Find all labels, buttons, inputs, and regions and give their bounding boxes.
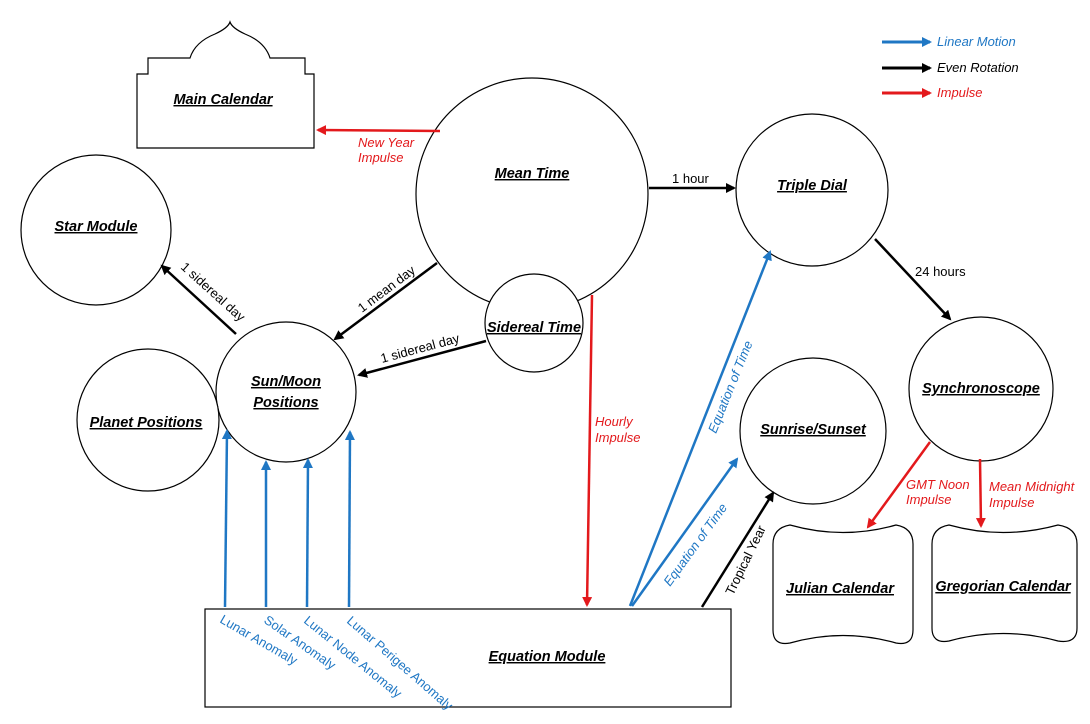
triple-dial-label: Triple Dial	[777, 178, 848, 194]
tropical-year-label: Tropical Year	[722, 522, 769, 597]
equation-module-node: Equation Module	[204, 608, 732, 708]
mean-time-label: Mean Time	[495, 166, 570, 182]
one-hour-label: 1 hour	[672, 171, 710, 186]
sun-moon-positions-node: Sun/Moon Positions	[215, 321, 357, 463]
lunar-anomaly-arrow	[221, 429, 232, 608]
tropical-year-arrow	[700, 491, 775, 608]
main-calendar-label: Main Calendar	[173, 92, 273, 108]
lunar-perigee-anomaly-arrow	[344, 430, 355, 608]
sunrise-sunset-node: Sunrise/Sunset	[739, 357, 887, 505]
hourly-label-line1: Hourly	[595, 414, 634, 429]
hourly-impulse-arrow	[582, 294, 594, 607]
mean-midnight-label-line2: Impulse	[989, 495, 1035, 510]
gmt-noon-label-line1: GMT Noon	[906, 477, 970, 492]
triple-dial-node: Triple Dial	[735, 113, 889, 267]
equation-module-label: Equation Module	[489, 649, 606, 665]
star-module-label: Star Module	[55, 219, 138, 235]
hourly-label-line2: Impulse	[595, 430, 641, 445]
star-module-node: Star Module	[20, 154, 172, 306]
main-calendar-node: Main Calendar	[136, 20, 315, 149]
mean-time-node: Mean Time	[415, 77, 649, 311]
lunar-node-anomaly-arrow	[302, 458, 313, 608]
sunrise-sunset-label: Sunrise/Sunset	[760, 422, 867, 438]
gregorian-calendar-node: Gregorian Calendar	[931, 524, 1078, 643]
julian-calendar-node: Julian Calendar	[772, 524, 914, 645]
gmt-noon-label-line2: Impulse	[906, 492, 952, 507]
new-year-label-line2: Impulse	[358, 150, 404, 165]
mean-midnight-label-line1: Mean Midnight	[989, 479, 1076, 494]
gregorian-calendar-label: Gregorian Calendar	[935, 579, 1072, 595]
sidereal-time-node: Sidereal Time	[484, 273, 584, 373]
sidereal-day-star-arrow	[160, 264, 237, 335]
sidereal-day-sun-arrow	[357, 339, 487, 378]
gmt-noon-arrow	[866, 441, 932, 529]
planet-positions-label: Planet Positions	[90, 415, 203, 431]
sidereal-day-sun-label: 1 sidereal day	[379, 330, 462, 366]
eot-sunrise-label: Equation of Time	[660, 501, 730, 589]
sun-moon-label-line1: Sun/Moon	[251, 374, 321, 390]
eot-sunrise-arrow	[630, 457, 739, 607]
sun-moon-label-line2: Positions	[253, 395, 318, 411]
twenty-four-hours-arrow	[874, 238, 952, 321]
legend-impulse-label: Impulse	[937, 85, 983, 100]
legend: Linear Motion Even Rotation Impulse	[882, 34, 1019, 100]
sidereal-time-label: Sidereal Time	[487, 320, 581, 336]
mean-day-label: 1 mean day	[355, 262, 419, 315]
julian-calendar-label: Julian Calendar	[786, 581, 895, 597]
synchronoscope-label: Synchronoscope	[922, 381, 1040, 397]
legend-linear-label: Linear Motion	[937, 34, 1016, 49]
planet-positions-node: Planet Positions	[76, 348, 220, 492]
twenty-four-hours-label: 24 hours	[915, 264, 966, 279]
new-year-impulse-arrow	[316, 125, 441, 136]
new-year-label-line1: New Year	[358, 135, 415, 150]
legend-even-label: Even Rotation	[937, 60, 1019, 75]
mean-day-arrow	[333, 261, 438, 341]
eot-triple-dial-arrow	[628, 250, 772, 607]
synchronoscope-node: Synchronoscope	[908, 316, 1054, 462]
mean-midnight-arrow	[975, 458, 986, 528]
